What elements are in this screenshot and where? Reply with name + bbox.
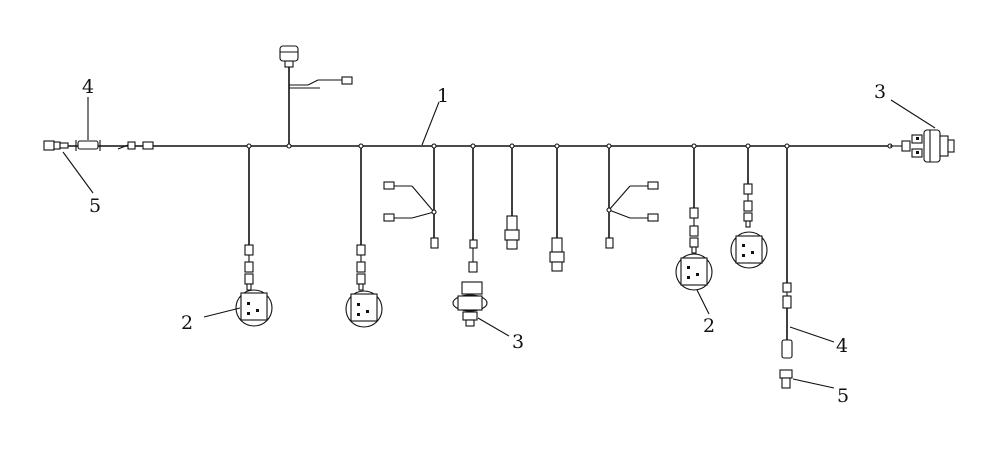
right-end-connector	[890, 129, 955, 163]
callout-5-right: 5	[837, 385, 849, 407]
main-harness-trunk	[68, 143, 893, 149]
y-branch-right	[605, 143, 659, 249]
callout-labels: 1 2 2 3 3 4 4 5 5	[82, 76, 886, 407]
callout-4-right: 4	[836, 335, 848, 357]
callout-2-left: 2	[181, 312, 193, 334]
callout-leaders	[62, 97, 936, 389]
callout-3-right: 3	[874, 81, 886, 103]
y-branch-left	[383, 143, 439, 249]
callout-2-right: 2	[703, 315, 715, 337]
callout-4-left: 4	[82, 76, 94, 98]
sensor-drop-4	[730, 143, 768, 269]
callout-3-center: 3	[512, 331, 524, 353]
sensor-drop-1	[235, 143, 273, 327]
sensor-drop-2	[345, 143, 383, 328]
sensor-drop-3	[675, 143, 713, 291]
callout-5-left: 5	[89, 195, 101, 217]
left-end-connector	[43, 140, 154, 151]
upper-branch-connector	[279, 45, 353, 149]
connector-drop-5	[504, 143, 520, 250]
connector-drop-6	[549, 143, 565, 272]
callout-1: 1	[437, 85, 449, 107]
long-lead-drop	[779, 143, 793, 389]
pressure-switch-drop	[452, 143, 488, 327]
